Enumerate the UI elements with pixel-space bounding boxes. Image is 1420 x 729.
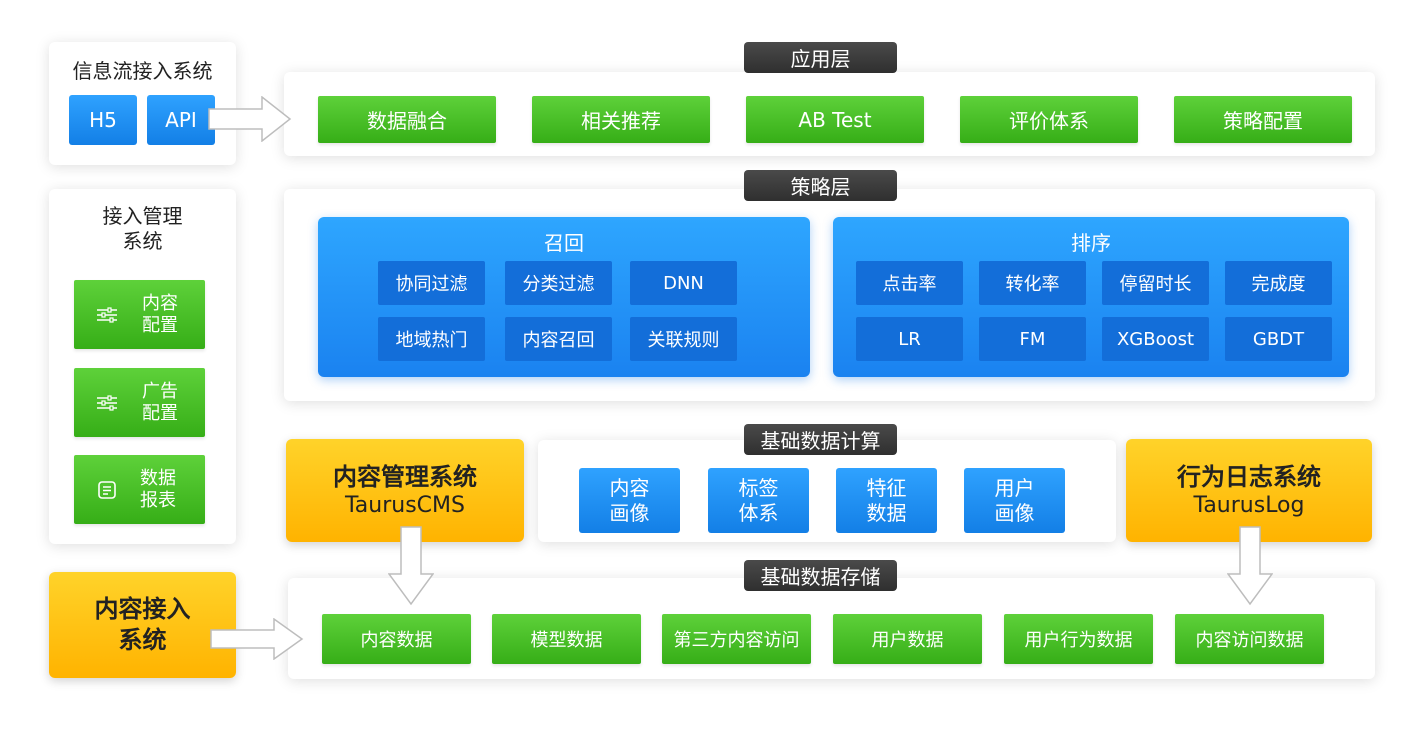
- sliders-icon: [97, 306, 117, 323]
- storage-item-third-party-access[interactable]: 第三方内容访问: [662, 614, 811, 664]
- app-item-data-fusion[interactable]: 数据融合: [318, 96, 496, 143]
- sliders-icon: [97, 394, 117, 411]
- arrow-right-icon: [208, 96, 292, 142]
- compute-item-user-profile[interactable]: 用户 画像: [964, 468, 1065, 533]
- recall-group: 召回 协同过滤 分类过滤 DNN 地域热门 内容召回 关联规则: [318, 217, 810, 377]
- compute-item-line1: 用户: [994, 475, 1035, 500]
- log-system-title: 行为日志系统: [1177, 462, 1321, 491]
- ranking-item[interactable]: LR: [856, 317, 963, 361]
- storage-item-user-behavior-data[interactable]: 用户行为数据: [1004, 614, 1153, 664]
- app-item-ab-test[interactable]: AB Test: [746, 96, 924, 143]
- ad-config-button[interactable]: 广告 配置: [74, 368, 205, 437]
- compute-item-content-profile[interactable]: 内容 画像: [579, 468, 680, 533]
- recall-item[interactable]: 内容召回: [505, 317, 612, 361]
- compute-item-feature-data[interactable]: 特征 数据: [836, 468, 937, 533]
- compute-item-label: 特征 数据: [867, 476, 907, 526]
- ranking-item[interactable]: 点击率: [856, 261, 963, 305]
- ad-config-label: 广告 配置: [142, 381, 178, 425]
- compute-item-label: 标签 体系: [739, 476, 779, 526]
- compute-item-line2: 画像: [994, 500, 1035, 525]
- compute-item-label: 用户 画像: [995, 476, 1035, 526]
- ranking-title: 排序: [1071, 231, 1111, 255]
- compute-item-line2: 体系: [738, 500, 779, 525]
- content-access-system[interactable]: 内容接入 系统: [49, 572, 236, 678]
- info-flow-panel: 信息流接入系统 H5 API: [49, 42, 236, 165]
- compute-item-tag-system[interactable]: 标签 体系: [708, 468, 809, 533]
- cms-title: 内容管理系统: [333, 462, 477, 491]
- access-management-panel: 接入管理 系统 内容 配置 广告 配置: [49, 189, 236, 544]
- access-management-title-line2: 系统: [122, 229, 163, 253]
- log-system-subtitle: TaurusLog: [1193, 492, 1305, 518]
- ad-config-line2: 配置: [142, 402, 178, 424]
- info-flow-title: 信息流接入系统: [72, 59, 213, 83]
- arrow-down-icon: [1227, 526, 1273, 606]
- recall-item[interactable]: 协同过滤: [378, 261, 485, 305]
- ranking-item[interactable]: 停留时长: [1102, 261, 1209, 305]
- content-config-line2: 配置: [142, 314, 178, 336]
- access-management-title: 接入管理 系统: [49, 204, 236, 254]
- storage-item-model-data[interactable]: 模型数据: [492, 614, 641, 664]
- compute-item-line1: 内容: [609, 475, 650, 500]
- recall-item[interactable]: 分类过滤: [505, 261, 612, 305]
- h5-box[interactable]: H5: [69, 95, 137, 145]
- app-item-related-recommend[interactable]: 相关推荐: [532, 96, 710, 143]
- ad-config-line1: 广告: [142, 380, 178, 402]
- ranking-item[interactable]: 完成度: [1225, 261, 1332, 305]
- storage-item-content-data[interactable]: 内容数据: [322, 614, 471, 664]
- basic-compute-label: 基础数据计算: [744, 424, 897, 455]
- strategy-layer-label: 策略层: [744, 170, 897, 201]
- log-system[interactable]: 行为日志系统 TaurusLog: [1126, 439, 1372, 542]
- compute-item-line2: 数据: [866, 500, 907, 525]
- cms-system[interactable]: 内容管理系统 TaurusCMS: [286, 439, 524, 542]
- recall-item[interactable]: DNN: [630, 261, 737, 305]
- application-layer-label: 应用层: [744, 42, 897, 73]
- data-report-label: 数据 报表: [140, 468, 176, 512]
- storage-item-user-data[interactable]: 用户数据: [833, 614, 982, 664]
- data-report-line1: 数据: [140, 467, 176, 489]
- content-config-label: 内容 配置: [142, 293, 178, 337]
- app-item-strategy-config[interactable]: 策略配置: [1174, 96, 1352, 143]
- compute-item-label: 内容 画像: [610, 476, 650, 526]
- app-item-evaluation[interactable]: 评价体系: [960, 96, 1138, 143]
- cms-subtitle: TaurusCMS: [345, 492, 465, 518]
- api-box[interactable]: API: [147, 95, 215, 145]
- ranking-item[interactable]: FM: [979, 317, 1086, 361]
- arrow-down-icon: [388, 526, 434, 606]
- recall-item[interactable]: 地域热门: [378, 317, 485, 361]
- arrow-right-icon: [210, 618, 304, 660]
- compute-item-line1: 特征: [866, 475, 907, 500]
- ranking-group: 排序 点击率 转化率 停留时长 完成度 LR FM XGBoost GBDT: [833, 217, 1349, 377]
- recall-item[interactable]: 关联规则: [630, 317, 737, 361]
- content-access-line2: 系统: [118, 626, 167, 654]
- data-report-button[interactable]: 数据 报表: [74, 455, 205, 524]
- compute-item-line2: 画像: [609, 500, 650, 525]
- content-access-line1: 内容接入: [94, 595, 191, 623]
- ranking-item[interactable]: XGBoost: [1102, 317, 1209, 361]
- storage-item-content-access-data[interactable]: 内容访问数据: [1175, 614, 1324, 664]
- report-icon: [98, 480, 116, 499]
- content-access-label: 内容接入 系统: [95, 594, 191, 656]
- content-config-line1: 内容: [142, 292, 178, 314]
- basic-storage-label: 基础数据存储: [744, 560, 897, 591]
- ranking-item[interactable]: GBDT: [1225, 317, 1332, 361]
- content-config-button[interactable]: 内容 配置: [74, 280, 205, 349]
- recall-title: 召回: [544, 231, 584, 255]
- access-management-title-line1: 接入管理: [102, 204, 183, 228]
- compute-item-line1: 标签: [738, 475, 779, 500]
- ranking-item[interactable]: 转化率: [979, 261, 1086, 305]
- data-report-line2: 报表: [140, 489, 176, 511]
